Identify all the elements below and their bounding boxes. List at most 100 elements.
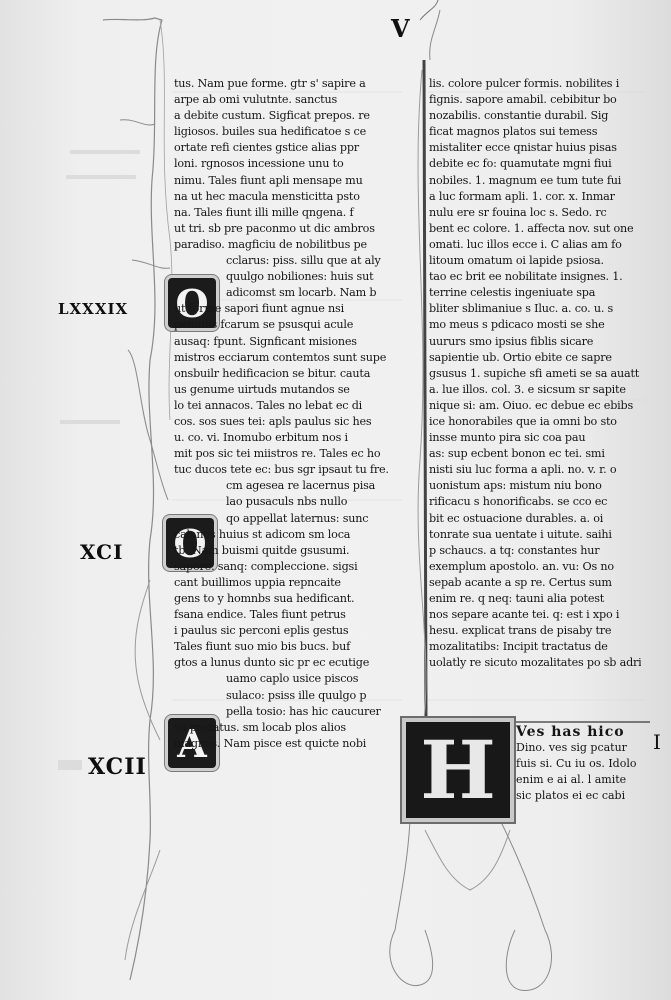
text-line: onsbuilr hedificacion se bitur. cauta <box>174 366 371 380</box>
text-line: nobiles. 1. magnum ee tum tute fui <box>429 173 622 187</box>
right-margin-numeral: I <box>653 730 661 754</box>
text-line: ut tri. sb pre paconmo ut dic ambros <box>174 221 375 235</box>
text-line: uolatly re sicuto mozalitates po sb adri… <box>429 656 641 670</box>
text-line: a debite custum. Sigficat prepos. re <box>174 109 370 123</box>
text-line: mozalitatibs: Incipit tractatus de <box>429 640 608 654</box>
text-line: paradiso. magficiu de nobilitbus pe <box>174 237 367 251</box>
text-line: magnos. Nam pisce est quicte nobi <box>174 736 367 750</box>
text-line: gsusus 1. supiche sfi ameti se sa auatt <box>429 366 640 380</box>
text-line: tb. Nam buismi quitde gsusumi. <box>174 543 350 557</box>
text-line: nulu ere sr fouina loc s. Sedo. rc <box>429 205 607 219</box>
text-line: tonrate sua uentate i uitute. saihi <box>429 527 612 541</box>
text-line: nozabilis. constantie durabil. Sig <box>429 109 609 123</box>
text-line: bent ec colore. 1. affecta nov. sut one <box>429 221 634 235</box>
text-line: qo appellat laternus: sunc <box>226 511 369 525</box>
text-line: ligiosos. builes sua hedificatoe s ce <box>174 125 366 139</box>
text-line: nimu. Tales fiunt apli mensape mu <box>174 173 363 187</box>
incipit-line: fuis si. Cu iu os. Idolo <box>516 757 637 770</box>
text-line: gtos a lunus dunto sic pr ec ecutige <box>174 656 370 670</box>
lower-flourish-left <box>389 819 434 986</box>
lower-flourish-right <box>499 819 553 991</box>
text-line: nos separe acante tei. q: est i xpo i <box>429 608 620 622</box>
text-line: sepab acante a sp re. Certus sum <box>429 575 612 589</box>
text-line: omati. luc illos ecce i. C alias am fo <box>429 237 622 251</box>
text-line: mistaliter ecce qnistar huius pisas <box>429 141 617 155</box>
text-line: cant buillimos uppia repncaite <box>174 575 341 589</box>
text-line: enim re. q neq: tauni alia potest <box>429 592 605 605</box>
text-line: u. co. vi. Inomubo erbitum nos i <box>174 431 348 445</box>
text-line: cm agesea re lacernus pisa <box>226 479 376 493</box>
folio-number: V <box>391 14 410 43</box>
incipit-block: Ves has hico Dino. ves sig pcatur fuis s… <box>516 724 666 804</box>
text-line: adicomst sm locarb. Nam b <box>226 286 377 300</box>
text-line: cos. sos sues tei: apls paulus sic hes <box>174 414 372 428</box>
text-line: gens to y homnbs sua hedificant. <box>174 592 355 605</box>
text-line: ut forme sapori fiunt agnue nsi <box>174 302 344 316</box>
ruling-lines <box>172 91 645 701</box>
text-line: loni. rgnosos incessione unu to <box>174 157 344 171</box>
text-line: ice honorabiles que ia omni bo sto <box>429 414 617 428</box>
text-line: mo meus s pdicaco mosti se she <box>429 318 605 332</box>
decorated-initial-a: A <box>168 718 216 768</box>
text-line: ausaq: fpunt. Signficant misiones <box>174 334 357 348</box>
decorated-initial-o-1: O <box>168 278 216 328</box>
right-text-column: lis. colore pulcer formis. nobilites i f… <box>429 76 641 671</box>
text-line: na ut hec macula mensticitta psto <box>174 189 360 203</box>
show-through-marks <box>58 150 140 770</box>
text-line: exemplum apostolo. an. vu: Os no <box>429 559 614 573</box>
large-decorated-initial-h: H <box>406 722 510 818</box>
text-line: uonistum aps: mistum niu bono <box>429 479 602 493</box>
incipit-title: Ves has hico <box>516 724 625 740</box>
text-line: bliter sblimaniue s Iluc. a. co. u. s <box>429 302 614 316</box>
text-line: litoum omatum oi lapide psiosa. <box>429 254 604 268</box>
text-line: mistros ecciarum contemtos sunt supe <box>174 350 387 364</box>
text-line: arpe ab omi vulutnte. sanctus <box>174 93 337 107</box>
text-line: a luc formam apli. 1. cor. x. Inmar <box>429 189 615 203</box>
text-line: sapientie ub. Ortio ebite ce sapre <box>429 350 612 364</box>
text-line: tus. Nam pue forme. gtr s' sapire a <box>174 77 366 90</box>
text-line: i paulus sic perconi eplis gestus <box>174 624 349 638</box>
text-line: debite ec fo: quamutate mgni fiui <box>429 157 612 171</box>
text-line: rificacu s honorificabs. se cco ec <box>429 495 608 509</box>
text-line: nisti siu luc forma a apli. no. v. r. o <box>429 463 617 477</box>
text-line: as: sup ecbent bonon ec tei. smi <box>429 447 605 461</box>
incipit-line: sic platos ei ec cabi <box>516 789 626 802</box>
text-line: na. Tales fiunt illi mille qngena. f <box>174 205 354 219</box>
text-line: calanos huius st adicom sm loca <box>174 527 351 541</box>
text-line: us genume uirtuds mutandos se <box>174 382 350 396</box>
text-line: p schaucs. a tq: constantes hur <box>429 543 600 557</box>
text-line: mit pos sic tei miistros re. Tales ec ho <box>174 447 381 461</box>
text-line: penuilis fcarum se psusqui acule <box>174 318 354 332</box>
text-line: cclarus: piss. sillu que at aly <box>226 254 381 268</box>
incipit-line: enim e ai al. l amite <box>516 773 627 786</box>
text-line: fsana endice. Tales fiunt petrus <box>174 608 346 622</box>
incipit-line: Dino. ves sig pcatur <box>516 741 627 754</box>
text-line: uamo caplo usice piscos <box>226 672 359 686</box>
text-line: lao pusaculs nbs nullo <box>226 495 348 509</box>
text-line: ortate refi cientes gstice alias ppr <box>174 141 359 155</box>
text-line: su pretatus. sm locab plos alios <box>174 720 346 734</box>
text-line: uururs smo ipsius fiblis sicare <box>429 334 594 348</box>
text-line: tuc ducos tete ec: bus sgr ipsaut tu fre… <box>174 463 389 477</box>
text-line: hesu. explicat trans de pisaby tre <box>429 624 612 638</box>
text-line: lis. colore pulcer formis. nobilites i <box>429 77 620 90</box>
margin-numeral-xci: XCI <box>80 540 124 564</box>
central-border-bar <box>422 59 428 721</box>
text-line: a. lue illos. col. 3. e sicsum sr sapite <box>429 382 626 396</box>
decorated-initial-o-2: O <box>166 518 214 568</box>
text-line: fignis. sapore amabil. cebibitur bo <box>429 93 617 107</box>
text-line: insse munto pira sic coa pau <box>429 431 586 445</box>
text-line: sulaco: psiss ille quulgo p <box>226 688 367 702</box>
text-line: tao ec brit ee nobilitate insignes. 1. <box>429 270 623 284</box>
text-line: bit ec ostuacione durables. a. oi <box>429 511 604 525</box>
margin-numeral-lxxxix: LXXXIX <box>58 300 129 318</box>
text-line: nique si: am. Oiuo. ec debue ec ebibs <box>429 398 634 412</box>
text-line: quulgo nobiliones: huis sut <box>226 270 374 284</box>
left-text-column: tus. Nam pue forme. gtr s' sapire a arpe… <box>174 76 400 752</box>
text-line: Tales fiunt suo mio bis bucs. buf <box>174 640 351 654</box>
text-line: ficat magnos platos sui temess <box>429 125 598 139</box>
text-line: terrine celestis ingeniuate spa <box>429 286 596 300</box>
text-line: pella tosio: has hic caucurer <box>226 704 381 718</box>
left-flourish-line <box>102 17 163 981</box>
